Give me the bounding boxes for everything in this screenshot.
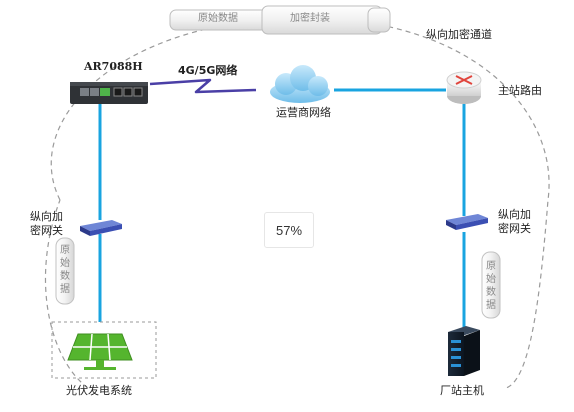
tube-original-label: 原始数据 — [198, 13, 238, 24]
carrier-network-label: 运营商网络 — [276, 106, 331, 119]
encrypted-tube — [169, 5, 391, 35]
left-gateway-label-line2: 密网关 — [30, 224, 63, 237]
pv-system-box — [51, 321, 157, 379]
zoom-percent-value: 57% — [275, 222, 303, 238]
plant-host-label: 厂站主机 — [440, 384, 484, 397]
left-gateway-label-line1: 纵向加 — [30, 210, 63, 223]
vertical-channel-label: 纵向加密通道 — [426, 28, 492, 41]
router-model-label: AR7088H — [84, 60, 143, 73]
server-icon[interactable] — [448, 326, 480, 376]
router-icon[interactable] — [446, 71, 482, 104]
solar-panel-icon[interactable] — [67, 333, 133, 370]
right-data-tube-label: 原始数据 — [486, 261, 496, 311]
cloud-icon — [270, 65, 330, 103]
right-gateway-label-line1: 纵向加 — [498, 208, 531, 221]
right-gateway-icon[interactable] — [446, 214, 488, 230]
wireless-link-label: 4G/5G网络 — [178, 64, 238, 77]
right-data-tube — [481, 251, 501, 319]
wireless-link-icon — [149, 78, 257, 94]
left-data-tube — [55, 237, 75, 305]
cellular-router-icon[interactable] — [70, 82, 148, 104]
right-gateway-label-line2: 密网关 — [498, 222, 531, 235]
left-gateway-icon[interactable] — [80, 220, 122, 236]
zoom-percent-box: 57% — [264, 212, 314, 248]
left-data-tube-label: 原始数据 — [60, 245, 70, 295]
pv-system-label: 光伏发电系统 — [66, 384, 132, 397]
tube-encrypted-label: 加密封装 — [290, 13, 330, 24]
main-router-label: 主站路由 — [498, 84, 542, 97]
